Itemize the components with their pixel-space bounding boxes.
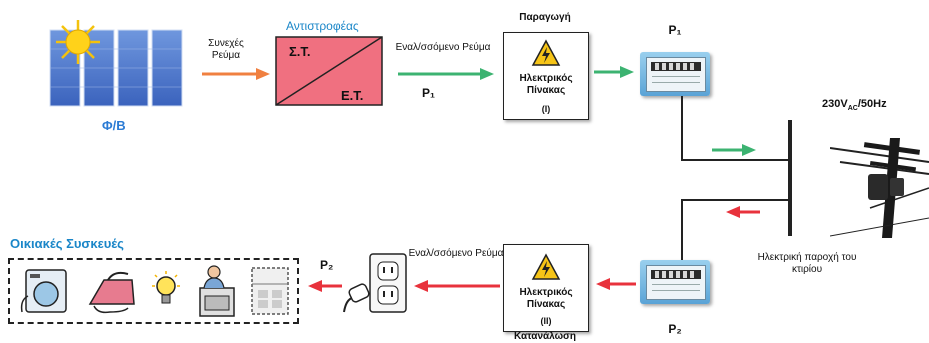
cooking-stove-icon (199, 265, 235, 317)
inverter-output-arrow (398, 68, 494, 80)
consumption-label: Κατανάλωση (513, 331, 577, 342)
pv-array (48, 20, 188, 108)
board-1-label: Ηλεκτρικός Πίνακας (519, 73, 573, 96)
board-2-number: (II) (540, 316, 552, 326)
board-1-number: (I) (541, 104, 551, 114)
electrical-board-1: Ηλεκτρικός Πίνακας (I) (503, 32, 589, 120)
wall-outlet-icon (343, 253, 407, 313)
production-label: Παραγωγή (519, 12, 571, 23)
grid-voltage-label: 230VAC/50Hz (822, 98, 887, 112)
board-2-to-outlet-arrow (414, 280, 500, 292)
inverter-ac-label: Ε.Τ. (341, 88, 364, 103)
washing-machine-icon (20, 269, 67, 313)
grid-supply-label: Ηλεκτρική παροχή του κτιρίου (757, 252, 857, 275)
refrigerator-icon (251, 267, 289, 315)
inverter-dc-label: Σ.Τ. (289, 44, 311, 59)
ac-current-label: Εναλ/σσόμενο Ρεύμα (395, 42, 491, 53)
household-power-label: P₂ (320, 258, 334, 272)
outlet-to-appliances-arrow (308, 280, 342, 292)
board-1-to-meter-arrow (594, 66, 634, 78)
pv-label: Φ/Β (102, 118, 126, 133)
high-voltage-warning-icon (531, 253, 561, 280)
high-voltage-warning-icon (531, 39, 561, 66)
light-bulb-icon (152, 271, 180, 304)
inverter-power-label: P₁ (422, 86, 435, 100)
household-appliances-box (8, 258, 299, 324)
meter-2 (640, 260, 710, 304)
meter-1-label: P₁ (668, 23, 682, 37)
meter-1 (640, 52, 710, 96)
household-title: Οικιακές Συσκευές (10, 236, 124, 251)
grid-voltage-frequency: /50Hz (857, 98, 887, 110)
grid-voltage-value: 230V (822, 98, 848, 110)
dc-arrow (202, 68, 270, 80)
board-2-label: Ηλεκτρικός Πίνακας (519, 287, 573, 310)
iron-icon (88, 271, 135, 314)
inverter-box: Σ.Τ. Ε.Τ. (275, 36, 385, 108)
electrical-board-2: Ηλεκτρικός Πίνακας (II) (503, 244, 589, 332)
inverter-title: Αντιστροφέας (286, 19, 359, 33)
meter-2-label: P₂ (668, 322, 682, 336)
utility-pole-icon (830, 138, 929, 238)
sun-icon (56, 20, 100, 64)
dc-current-label: Συνεχές Ρεύμα (208, 38, 244, 61)
outlet-current-label: Εναλ/σσόμενο Ρεύμα (408, 248, 504, 259)
grid-voltage-subscript: AC (847, 105, 858, 113)
meter-to-board-2-arrow (596, 278, 636, 290)
grid-wiring (681, 96, 792, 260)
